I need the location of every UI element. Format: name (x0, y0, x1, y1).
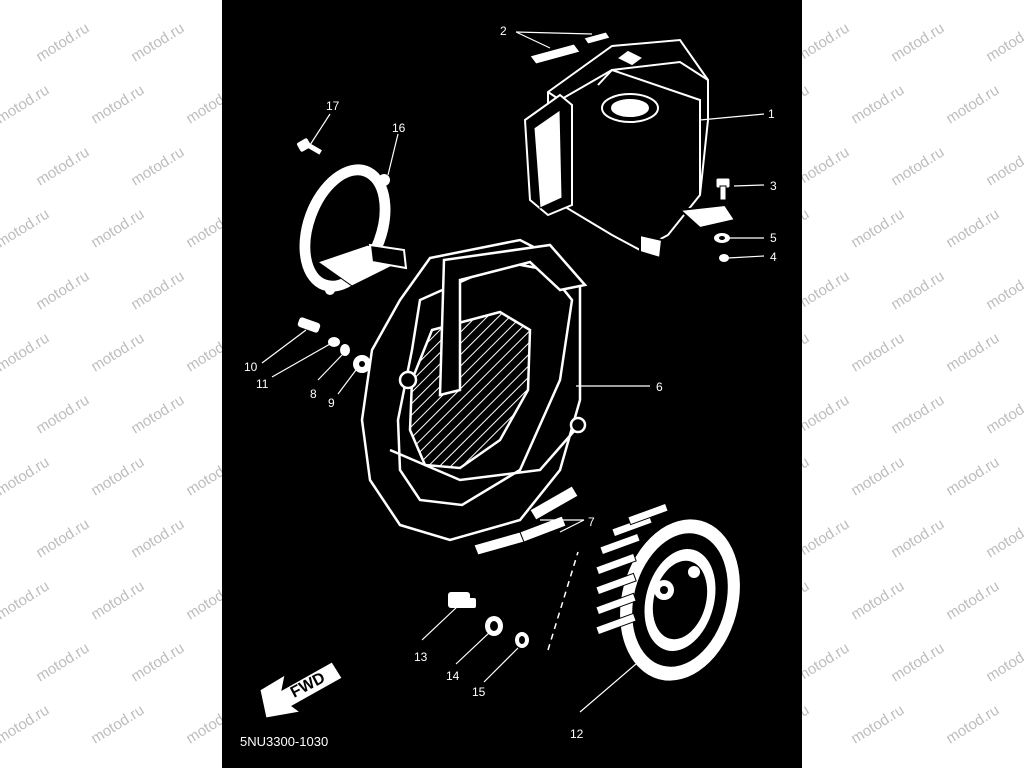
watermark-text: motod.ru (0, 82, 52, 128)
callout-5: 5 (770, 231, 777, 245)
watermark-text: motod.ru (848, 206, 907, 252)
watermark-text: motod.ru (0, 454, 52, 500)
part-17-bolt (297, 138, 322, 155)
watermark-text: motod.ru (848, 0, 907, 3)
watermark-text: motod.ru (0, 330, 52, 376)
callout-3: 3 (770, 179, 777, 193)
fwd-arrow: FWD (259, 661, 343, 719)
part-4-nut (719, 254, 729, 262)
part-2-tape-strips (529, 31, 611, 65)
watermark-text: motod.ru (888, 20, 947, 66)
watermark-text: motod.ru (128, 516, 187, 562)
watermark-text: motod.ru (983, 144, 1024, 190)
watermark-text: motod.ru (983, 392, 1024, 438)
watermark-text: motod.ru (33, 268, 92, 314)
part-8-collar (340, 344, 350, 356)
watermark-text: motod.ru (848, 578, 907, 624)
watermark-text: motod.ru (33, 392, 92, 438)
watermark-text: motod.ru (888, 764, 947, 768)
part-10-bolt (297, 317, 321, 333)
part-13-nut (448, 592, 476, 608)
watermark-text: motod.ru (983, 268, 1024, 314)
callout-4: 4 (770, 250, 777, 264)
watermark-text: motod.ru (983, 20, 1024, 66)
callout-9: 9 (328, 396, 335, 410)
part-7-tape-strips (473, 485, 579, 556)
callout-13: 13 (414, 650, 428, 664)
watermark-text: motod.ru (88, 0, 147, 3)
watermark-text: motod.ru (888, 640, 947, 686)
watermark-text: motod.ru (848, 702, 907, 748)
watermark-text: motod.ru (0, 0, 52, 3)
watermark-text: motod.ru (33, 516, 92, 562)
watermark-text: motod.ru (128, 640, 187, 686)
watermark-text: motod.ru (88, 82, 147, 128)
part-16-fan-cover (299, 164, 408, 295)
callout-8: 8 (310, 387, 317, 401)
watermark-text: motod.ru (943, 206, 1002, 252)
callout-15: 15 (472, 685, 486, 699)
callout-12: 12 (570, 727, 584, 741)
watermark-text: motod.ru (848, 454, 907, 500)
watermark-text: motod.ru (888, 516, 947, 562)
watermark-text: motod.ru (848, 330, 907, 376)
callout-2: 2 (500, 24, 507, 38)
part-6-fan-shroud (360, 238, 588, 542)
watermark-text: motod.ru (88, 454, 147, 500)
watermark-text: motod.ru (983, 516, 1024, 562)
callout-10: 10 (244, 360, 258, 374)
watermark-text: motod.ru (983, 764, 1024, 768)
watermark-text: motod.ru (33, 144, 92, 190)
watermark-text: motod.ru (0, 206, 52, 252)
watermark-text: motod.ru (943, 578, 1002, 624)
watermark-text: motod.ru (88, 578, 147, 624)
watermark-text: motod.ru (88, 206, 147, 252)
watermark-text: motod.ru (128, 268, 187, 314)
part-code: 5NU3300-1030 (240, 734, 328, 749)
watermark-text: motod.ru (943, 0, 1002, 3)
watermark-text: motod.ru (33, 640, 92, 686)
callout-labels: 1 2 3 4 5 6 7 8 9 10 11 12 13 14 15 16 1… (244, 24, 777, 741)
watermark-text: motod.ru (128, 764, 187, 768)
callout-16: 16 (392, 121, 406, 135)
part-3-bolt (715, 177, 731, 201)
part-12-flywheel (595, 502, 740, 681)
part-9-grommet (353, 355, 371, 373)
callout-14: 14 (446, 669, 460, 683)
watermark-text: motod.ru (0, 578, 52, 624)
watermark-text: motod.ru (983, 640, 1024, 686)
watermark-text: motod.ru (33, 764, 92, 768)
part-11-washer (328, 337, 340, 347)
watermark-text: motod.ru (943, 82, 1002, 128)
exploded-diagram-panel: FWD 1 2 3 4 5 (222, 0, 802, 768)
callout-11: 11 (256, 377, 269, 391)
part-5-washer (714, 233, 730, 243)
callout-1: 1 (768, 107, 775, 121)
assembly-line (547, 551, 579, 651)
callout-6: 6 (656, 380, 663, 394)
part-1-cylinder-shroud (523, 38, 737, 260)
callout-17: 17 (326, 99, 340, 113)
watermark-text: motod.ru (943, 702, 1002, 748)
watermark-text: motod.ru (848, 82, 907, 128)
exploded-parts-drawing: FWD 1 2 3 4 5 (240, 24, 777, 749)
watermark-text: motod.ru (943, 330, 1002, 376)
part-15-key (515, 632, 529, 648)
part-14-washer (485, 616, 503, 636)
leader-lines (261, 31, 765, 713)
watermark-text: motod.ru (888, 268, 947, 314)
watermark-text: motod.ru (943, 454, 1002, 500)
callout-7: 7 (588, 515, 595, 529)
watermark-text: motod.ru (88, 330, 147, 376)
watermark-text: motod.ru (128, 144, 187, 190)
watermark-text: motod.ru (888, 392, 947, 438)
watermark-text: motod.ru (0, 702, 52, 748)
watermark-text: motod.ru (88, 702, 147, 748)
watermark-text: motod.ru (128, 392, 187, 438)
watermark-text: motod.ru (888, 144, 947, 190)
watermark-text: motod.ru (128, 20, 187, 66)
watermark-text: motod.ru (33, 20, 92, 66)
